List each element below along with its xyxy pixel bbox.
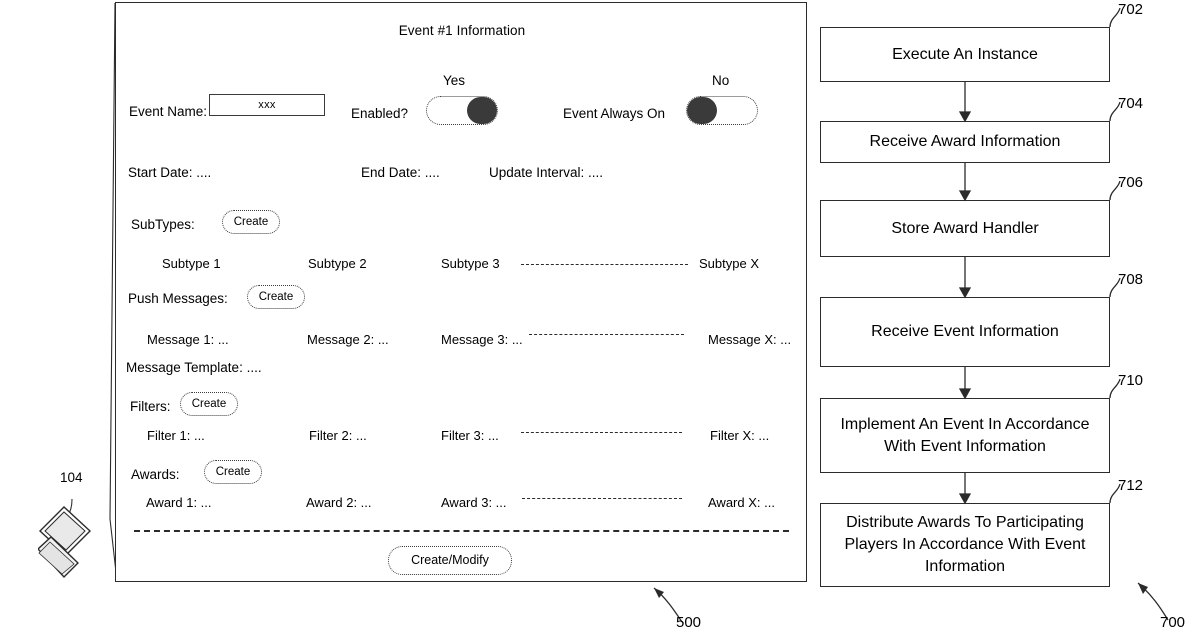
- always-on-toggle[interactable]: [686, 96, 758, 125]
- subtype-item-3[interactable]: Subtype 3: [441, 256, 500, 271]
- message-item-3[interactable]: Message 3: ...: [441, 332, 523, 347]
- flow-reference-710: 710: [1118, 372, 1144, 389]
- event-name-input[interactable]: xxx: [209, 94, 325, 116]
- update-interval-field[interactable]: Update Interval: ....: [489, 165, 604, 180]
- awards-create-button[interactable]: Create: [204, 460, 262, 484]
- panel-title: Event #1 Information: [398, 23, 526, 38]
- flow-reference-704: 704: [1118, 95, 1144, 112]
- filter-item-1[interactable]: Filter 1: ...: [147, 428, 205, 443]
- flow-step-710[interactable]: Implement An Event In Accordance With Ev…: [820, 398, 1110, 473]
- device-reference-label: 104: [60, 470, 83, 485]
- form-reference-leader: [653, 587, 683, 623]
- filter-item-2[interactable]: Filter 2: ...: [309, 428, 367, 443]
- flow-reference-702: 702: [1118, 1, 1144, 18]
- subtype-ellipsis-line: [521, 264, 688, 265]
- event-configuration-panel: Event #1 Information Event Name: xxx Ena…: [115, 2, 807, 582]
- subtype-item-x[interactable]: Subtype X: [699, 256, 759, 271]
- laptop-icon: [38, 498, 92, 579]
- message-item-x[interactable]: Message X: ...: [708, 332, 792, 347]
- award-item-2[interactable]: Award 2: ...: [306, 495, 372, 510]
- always-on-label: Event Always On: [563, 106, 666, 121]
- message-template-field[interactable]: Message Template: ....: [126, 360, 262, 375]
- flow-reference-706: 706: [1118, 174, 1144, 191]
- push-messages-create-button[interactable]: Create: [247, 285, 305, 309]
- form-reference-label: 500: [676, 614, 702, 631]
- flow-figure-reference-label: 700: [1160, 614, 1186, 631]
- filter-ellipsis-line: [521, 432, 682, 433]
- start-date-field[interactable]: Start Date: ....: [128, 165, 212, 180]
- always-on-toggle-state-caption: No: [712, 73, 730, 88]
- always-on-toggle-knob[interactable]: [687, 97, 717, 124]
- enabled-label: Enabled?: [351, 106, 409, 121]
- push-messages-label: Push Messages:: [128, 291, 228, 306]
- create-modify-button[interactable]: Create/Modify: [388, 546, 512, 575]
- message-item-2[interactable]: Message 2: ...: [307, 332, 389, 347]
- flow-step-704[interactable]: Receive Award Information: [820, 121, 1110, 163]
- flow-reference-708: 708: [1118, 271, 1144, 288]
- subtypes-create-button[interactable]: Create: [222, 210, 280, 234]
- award-item-x[interactable]: Award X: ...: [708, 495, 775, 510]
- filter-item-x[interactable]: Filter X: ...: [710, 428, 770, 443]
- subtype-item-2[interactable]: Subtype 2: [308, 256, 367, 271]
- filters-create-button[interactable]: Create: [180, 392, 238, 416]
- flow-step-702[interactable]: Execute An Instance: [820, 27, 1110, 82]
- message-item-1[interactable]: Message 1: ...: [147, 332, 229, 347]
- flow-reference-hooks: [1109, 7, 1121, 504]
- end-date-field[interactable]: End Date: ....: [361, 165, 440, 180]
- flow-step-706[interactable]: Store Award Handler: [820, 200, 1110, 257]
- event-name-label: Event Name:: [129, 104, 208, 119]
- enabled-toggle-knob[interactable]: [467, 97, 497, 124]
- section-divider: [134, 530, 789, 532]
- flow-step-712[interactable]: Distribute Awards To Participating Playe…: [820, 503, 1110, 587]
- award-item-1[interactable]: Award 1: ...: [146, 495, 212, 510]
- filters-label: Filters:: [130, 399, 171, 414]
- flow-reference-712: 712: [1118, 477, 1144, 494]
- awards-label: Awards:: [131, 467, 180, 482]
- award-item-3[interactable]: Award 3: ...: [441, 495, 507, 510]
- award-ellipsis-line: [522, 498, 682, 499]
- flow-step-708[interactable]: Receive Event Information: [820, 297, 1110, 367]
- message-ellipsis-line: [529, 334, 684, 335]
- subtypes-label: SubTypes:: [131, 217, 195, 232]
- subtype-item-1[interactable]: Subtype 1: [162, 256, 221, 271]
- enabled-toggle[interactable]: [426, 96, 498, 125]
- flow-figure-leader: [1137, 582, 1169, 621]
- filter-item-3[interactable]: Filter 3: ...: [441, 428, 499, 443]
- enabled-toggle-state-caption: Yes: [443, 73, 466, 88]
